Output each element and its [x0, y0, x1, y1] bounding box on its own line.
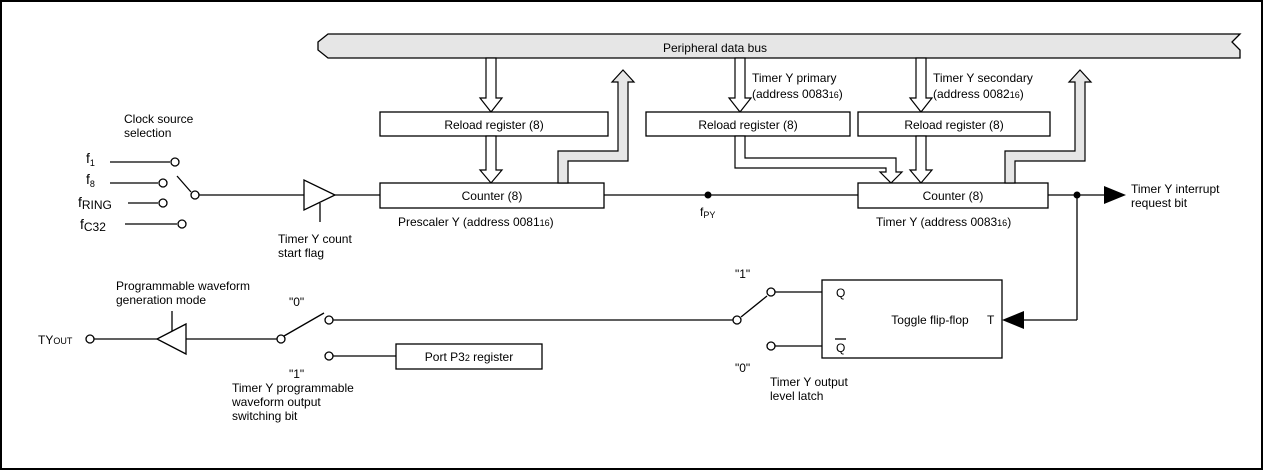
output-latch-label: Timer Y output: [770, 375, 848, 389]
clock-input-f1: f1: [86, 150, 95, 168]
prescaler-output-path: fPY: [604, 191, 858, 220]
prescaler-caption: Prescaler Y (address 008116): [398, 215, 554, 229]
switching-bit-label-2: waveform output: [231, 395, 321, 409]
fpy-label: fPY: [700, 205, 715, 220]
toggle-ff-t: T: [987, 313, 995, 327]
reload-register-primary: Reload register (8): [645, 111, 851, 137]
toggle-ff-q: Q: [836, 286, 845, 300]
svg-text:Port P32 register: Port P32 register: [425, 350, 513, 364]
switch-right-one: "1": [735, 267, 750, 281]
interrupt-label-2: request bit: [1131, 196, 1188, 210]
count-start-buffer: Timer Y count start flag: [278, 178, 380, 260]
waveform-output-switch: "0" "1" Timer Y programmable waveform ou…: [231, 295, 396, 423]
counter-timer: Counter (8): [857, 182, 1049, 209]
waveform-mode-label: Programmable waveform: [116, 279, 250, 293]
switch-right-zero: "0": [735, 361, 750, 375]
reload-to-counter-arrows: [478, 135, 934, 184]
counter-prescaler: Counter (8): [379, 182, 605, 209]
timer-caption: Timer Y (address 008316): [876, 215, 1011, 229]
svg-text:Reload register (8): Reload register (8): [698, 118, 797, 132]
clock-input-f8: f8: [86, 171, 95, 189]
svg-text:Counter (8): Counter (8): [462, 189, 523, 203]
timer-y-primary-label: Timer Y primary: [752, 71, 836, 85]
peripheral-data-bus: Peripheral data bus: [317, 33, 1242, 59]
port-p3-register: Port P32 register: [395, 343, 543, 370]
counter-readback-pipes: [557, 69, 1093, 184]
svg-text:Reload register (8): Reload register (8): [904, 118, 1003, 132]
timer-y-secondary-address: (address 008216): [933, 87, 1024, 101]
switch-left-zero: "0": [289, 295, 304, 309]
tyout-pin-label: TYOUT: [38, 333, 73, 347]
waveform-buffer: Programmable waveform generation mode: [85, 279, 277, 356]
toggle-flip-flop: Toggle flip-flop Q Q T: [821, 279, 1003, 359]
timer-y-secondary-label: Timer Y secondary: [933, 71, 1033, 85]
svg-text:Reload register (8): Reload register (8): [444, 118, 543, 132]
bus-label: Peripheral data bus: [663, 41, 767, 55]
svg-text:Counter (8): Counter (8): [923, 189, 984, 203]
output-latch-label-2: level latch: [770, 389, 823, 403]
toggle-ff-label: Toggle flip-flop: [891, 313, 969, 327]
clock-input-fc32: fC32: [80, 216, 106, 234]
toggle-ff-qbar: Q: [836, 341, 845, 355]
timer-y-primary-address: (address 008316): [752, 87, 843, 101]
bus-to-reload-pipes: [478, 57, 934, 113]
reload-register-prescaler: Reload register (8): [379, 111, 609, 137]
switching-bit-label: Timer Y programmable: [232, 381, 354, 395]
start-flag-label: Timer Y count: [278, 232, 352, 246]
reload-register-secondary: Reload register (8): [857, 111, 1051, 137]
fpy-node: [704, 191, 712, 199]
clock-selector-switch: [176, 175, 192, 193]
timer-output-path: Timer Y interrupt request bit: [1002, 182, 1220, 329]
start-flag-label-2: start flag: [278, 246, 324, 260]
clock-source-title: Clock source: [124, 112, 194, 126]
switching-bit-label-3: switching bit: [232, 409, 298, 423]
switch-left-one: "1": [289, 367, 304, 381]
clock-input-fring: fRING: [78, 194, 112, 212]
clock-source-selection: Clock source selection f1 f8 fRING fC32: [78, 112, 304, 234]
clock-source-subtitle: selection: [124, 126, 171, 140]
waveform-mode-label-2: generation mode: [116, 293, 206, 307]
interrupt-label: Timer Y interrupt: [1131, 182, 1220, 196]
